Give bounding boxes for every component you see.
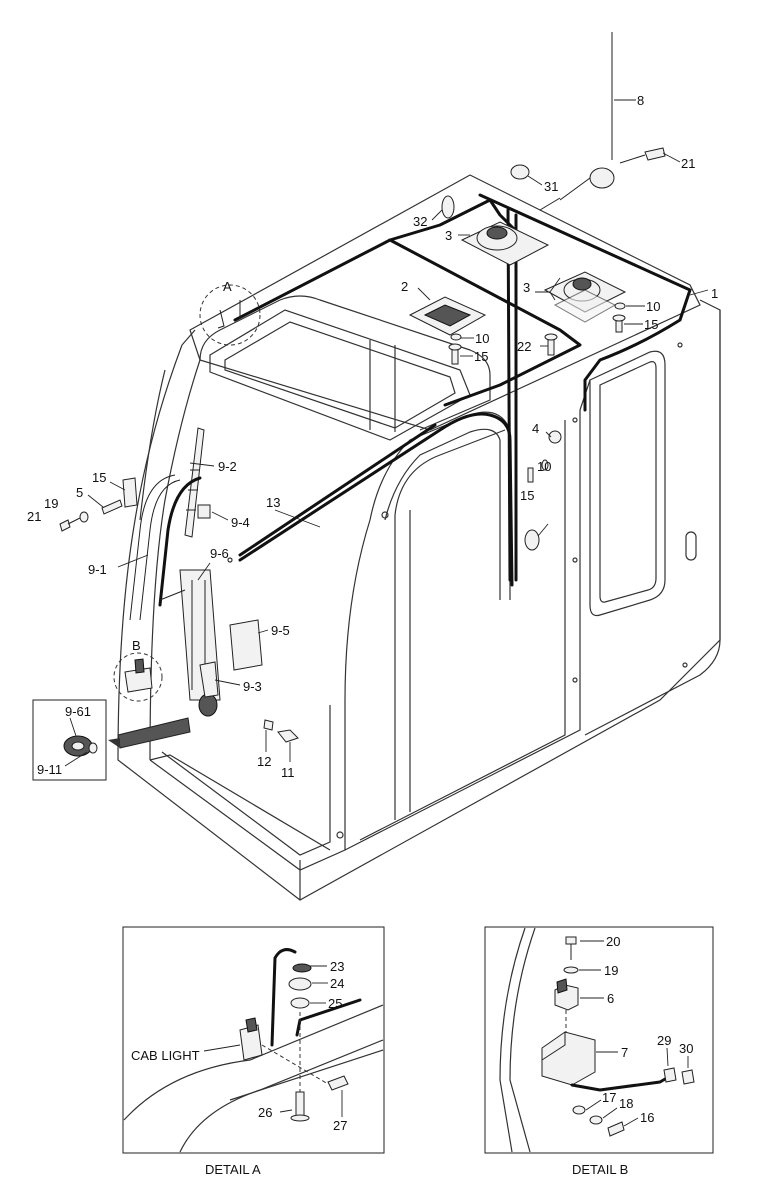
callout-17: 17 <box>602 1090 616 1105</box>
callout-9-11: 9-11 <box>37 762 62 777</box>
detail-a-panel: 23 24 25 26 27 CAB LIGHT <box>122 926 385 1154</box>
speaker-right <box>543 271 627 323</box>
callouts-main: 8 21 31 32 3 2 10 15 22 3 10 15 1 4 10 1… <box>27 93 718 780</box>
callout-19: 19 <box>44 496 58 511</box>
speaker-left <box>460 221 550 266</box>
callout-15-center: 15 <box>474 349 488 364</box>
callout-10-center: 10 <box>475 331 489 346</box>
callout-15-door: 15 <box>520 488 534 503</box>
callout-15-right: 15 <box>644 317 658 332</box>
callout-11: 11 <box>281 765 295 780</box>
callout-1: 1 <box>711 286 718 301</box>
detail-b-marker <box>113 652 163 702</box>
callout-30: 30 <box>679 1041 693 1056</box>
callout-2: 2 <box>401 279 408 294</box>
callout-28: 31 <box>544 179 558 194</box>
callout-10-right: 10 <box>646 299 660 314</box>
callout-12: 12 <box>257 754 271 769</box>
detail-b-caption: DETAIL B <box>572 1162 628 1177</box>
callout-18: 18 <box>619 1096 633 1111</box>
inset-9-61 <box>32 699 107 781</box>
cab-outline <box>117 174 721 901</box>
antenna-assembly <box>539 32 666 211</box>
callout-9-1: 9-1 <box>88 562 107 577</box>
callout-29: 29 <box>657 1033 671 1048</box>
callout-21-top: 21 <box>681 156 695 171</box>
detail-a-caption: DETAIL A <box>205 1162 261 1177</box>
callout-21-left: 21 <box>27 509 41 524</box>
callout-8: 8 <box>637 93 644 108</box>
callout-9-61: 9-61 <box>65 704 91 719</box>
callout-3-right: 3 <box>523 280 530 295</box>
detail-b-panel: 20 19 6 7 29 30 17 18 16 <box>484 926 714 1154</box>
callout-31: 32 <box>413 214 427 229</box>
callout-13: 13 <box>266 495 280 510</box>
fasteners-left <box>59 499 299 743</box>
detail-a-marker <box>199 284 261 346</box>
cover-2 <box>408 296 487 336</box>
callout-9-6: 9-6 <box>210 546 229 561</box>
callout-9-2: 9-2 <box>218 459 237 474</box>
callout-14: 15 <box>92 470 106 485</box>
detail-marker-a: A <box>223 279 232 294</box>
callout-23: 23 <box>330 959 344 974</box>
callout-9-3: 9-3 <box>243 679 262 694</box>
callout-22: 22 <box>517 339 531 354</box>
callout-24: 24 <box>330 976 344 991</box>
wiper-assembly <box>122 427 263 717</box>
callout-7: 7 <box>621 1045 628 1060</box>
callout-25: 25 <box>328 996 342 1011</box>
seal-ring-32 <box>524 529 540 551</box>
callout-4: 4 <box>532 421 539 436</box>
detail-marker-b: B <box>132 638 141 653</box>
callout-9-5: 9-5 <box>271 623 290 638</box>
callout-20: 20 <box>606 934 620 949</box>
callout-5: 5 <box>76 485 83 500</box>
callout-27: 27 <box>333 1118 347 1133</box>
callout-16: 16 <box>640 1110 654 1125</box>
callout-3-left: 3 <box>445 228 452 243</box>
callout-9-4: 9-4 <box>231 515 250 530</box>
callout-26: 26 <box>258 1105 272 1120</box>
seal-ring-31 <box>441 195 455 219</box>
callout-19-b: 19 <box>604 963 618 978</box>
wiring-harness <box>233 193 692 587</box>
callout-10-door: 10 <box>537 459 551 474</box>
callout-6: 6 <box>607 991 614 1006</box>
cab-light-label: CAB LIGHT <box>131 1048 200 1063</box>
arrow-b <box>108 717 191 749</box>
fasteners-main <box>448 302 626 483</box>
seal-ring-28 <box>510 164 530 180</box>
